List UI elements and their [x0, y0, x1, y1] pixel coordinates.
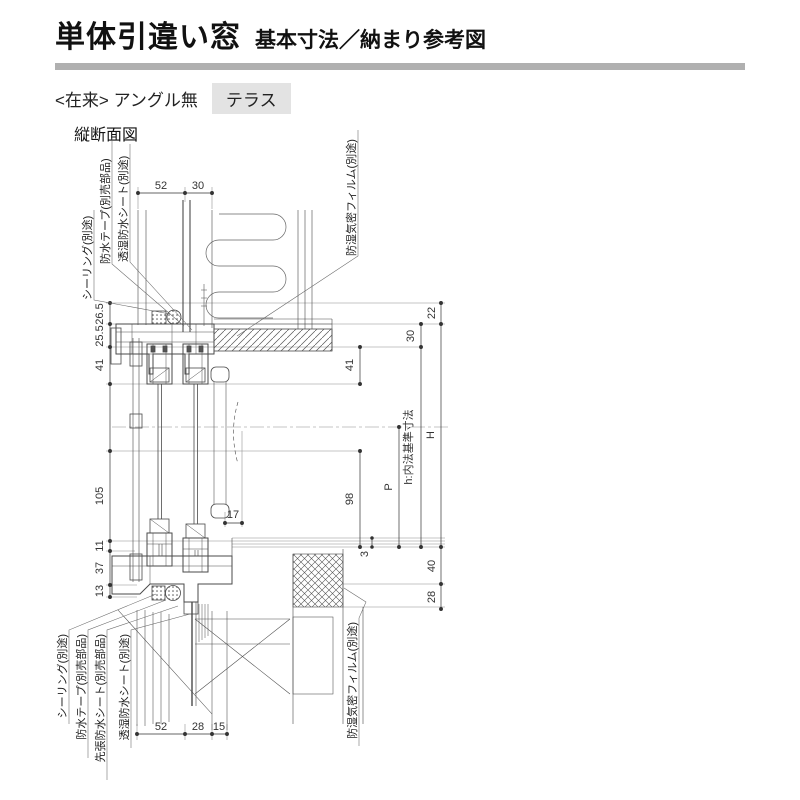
leader-lines: [68, 130, 367, 780]
variant-badge: テラス: [211, 83, 291, 114]
dim-left-26-5: 26.5: [94, 303, 106, 324]
section-drawing: 縦断面図: [55, 126, 448, 780]
callout-vapor-film-top: 防湿気密フィルム(別途): [344, 139, 358, 256]
dim-left-25-5: 25.5: [94, 325, 106, 346]
construction-lines: [106, 187, 448, 740]
page-header: 単体引違い窓 基本寸法／納まり参考図 <在来> アングル無 テラス: [0, 0, 800, 114]
window-section-geometry: [110, 200, 364, 730]
callout-breathable-sheet-bottom: 透湿防水シート(別途): [117, 634, 131, 740]
dimension-lines: [108, 191, 443, 736]
variant-row: <在来> アングル無 テラス: [55, 83, 800, 114]
dim-right-98: 98: [344, 493, 356, 505]
page-subtitle: 基本寸法／納まり参考図: [255, 29, 486, 52]
callout-sealing-bottom: シーリング(別途): [55, 634, 69, 718]
view-label: 縦断面図: [74, 126, 138, 144]
dim-right-h-inner: h:内法基準寸法: [401, 409, 415, 484]
callout-labels: シーリング(別途) 防水テープ(別売部品) 透湿防水シート(別途) 防湿気密フィ…: [55, 139, 359, 762]
dim-middle-17: 17: [227, 509, 239, 521]
page-title: 単体引違い窓: [55, 21, 241, 54]
dim-left-105: 105: [94, 487, 106, 505]
dim-right-22: 22: [426, 307, 438, 319]
dim-right-28: 28: [426, 591, 438, 603]
callout-breathable-sheet-top: 透湿防水シート(別途): [116, 156, 130, 262]
header-divider: [55, 63, 745, 70]
dim-right-h: H: [425, 431, 437, 439]
dim-left-11: 11: [94, 540, 106, 551]
callout-waterproof-tape-bottom: 防水テープ(別売部品): [74, 634, 88, 740]
dim-right-30: 30: [405, 330, 417, 342]
dim-bottom-52: 52: [155, 721, 167, 733]
title-row: 単体引違い窓 基本寸法／納まり参考図: [55, 12, 800, 56]
dim-left-37: 37: [94, 562, 106, 574]
dim-right-41: 41: [344, 359, 356, 371]
callout-pre-waterproof-sheet-bottom: 先張防水シート(別売部品): [93, 634, 107, 762]
dim-left-13: 13: [94, 585, 106, 597]
dim-right-p: P: [383, 483, 395, 490]
callout-waterproof-tape-top: 防水テープ(別売部品): [98, 158, 112, 264]
variant-label: <在来> アングル無: [55, 91, 198, 110]
dim-bottom-15: 15: [213, 721, 225, 733]
dim-top-30: 30: [192, 180, 204, 192]
dim-left-41: 41: [94, 359, 106, 371]
dimension-labels: 52 30 26.5 25.5 41 105 11 37 13 17 22 30…: [94, 180, 438, 733]
dim-right-3: 3: [359, 551, 371, 557]
dim-top-52: 52: [155, 180, 167, 192]
callout-sealing-top: シーリング(別途): [80, 216, 94, 300]
dim-bottom-28: 28: [192, 721, 204, 733]
callout-vapor-film-bottom: 防湿気密フィルム(別途): [345, 622, 359, 739]
dim-right-40: 40: [426, 560, 438, 572]
